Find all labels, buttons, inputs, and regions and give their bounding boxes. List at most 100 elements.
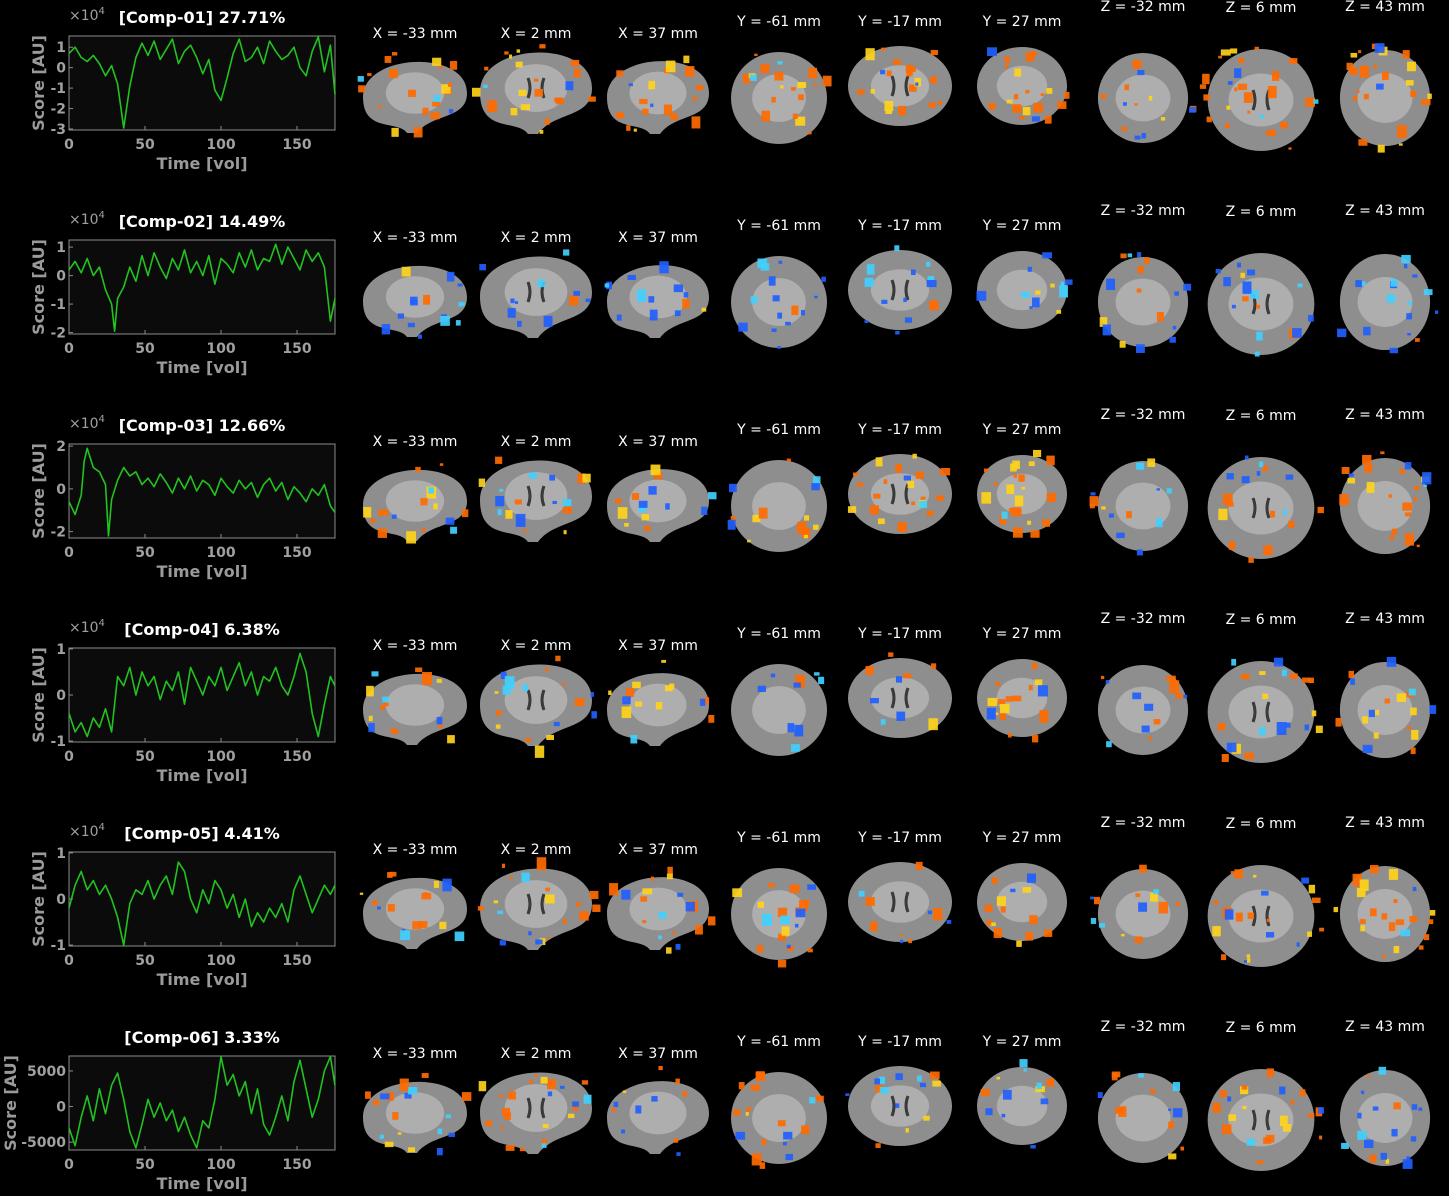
negative-activation — [1106, 741, 1112, 748]
positive-activation — [546, 1079, 556, 1090]
positive-activation — [777, 959, 787, 968]
positive-activation — [1028, 684, 1033, 691]
positive-activation — [691, 116, 701, 129]
slice-label: Z = 43 mm — [1345, 407, 1425, 423]
positive-activation — [799, 899, 808, 912]
negative-activation — [1023, 1068, 1027, 1072]
brain-slice: Y = 27 mm — [977, 422, 1067, 538]
negative-activation — [1037, 685, 1048, 697]
negative-activation — [650, 103, 654, 108]
positive-activation — [1393, 945, 1400, 954]
negative-activation — [562, 498, 572, 507]
negative-activation — [380, 1093, 390, 1100]
white-matter — [504, 472, 568, 520]
positive-activation — [884, 101, 894, 111]
positive-activation — [1265, 1134, 1275, 1143]
negative-activation — [1226, 742, 1237, 753]
positive-activation — [1388, 868, 1399, 880]
positive-activation — [923, 1115, 930, 1121]
slice-label: X = 37 mm — [618, 842, 698, 858]
x-tick-label: 0 — [64, 953, 74, 969]
positive-activation — [1335, 717, 1342, 727]
positive-activation — [412, 921, 422, 930]
positive-activation — [365, 1091, 371, 1099]
positive-activation — [895, 463, 902, 473]
slice-label: Z = 6 mm — [1226, 0, 1297, 16]
positive-activation — [801, 1125, 810, 1135]
positive-activation — [1221, 954, 1227, 961]
positive-activation — [1050, 283, 1055, 288]
negative-activation — [1223, 277, 1231, 287]
positive-activation — [742, 73, 752, 84]
positive-activation — [392, 1111, 399, 1120]
negative-activation — [925, 261, 931, 267]
component-title: [Comp-03] 12.66% — [119, 416, 286, 435]
negative-activation — [1060, 281, 1065, 286]
brain-slice: X = 37 mm — [607, 638, 715, 746]
positive-activation — [391, 52, 398, 56]
positive-activation — [389, 871, 397, 877]
positive-activation — [1099, 317, 1108, 327]
brain-slice: X = 37 mm — [607, 1046, 709, 1156]
negative-activation — [1243, 960, 1247, 963]
positive-activation — [406, 531, 416, 544]
positive-activation — [1429, 909, 1436, 916]
positive-activation — [655, 702, 663, 710]
negative-activation — [1341, 1142, 1349, 1149]
white-matter — [504, 64, 568, 112]
negative-activation — [573, 290, 581, 296]
positive-activation — [1158, 901, 1169, 914]
x-tick-label: 150 — [282, 341, 311, 357]
positive-activation — [786, 946, 794, 951]
white-matter — [504, 880, 568, 928]
negative-activation — [500, 671, 507, 680]
positive-activation — [813, 524, 819, 530]
positive-activation — [870, 88, 875, 94]
positive-activation — [873, 493, 881, 499]
positive-activation — [1241, 673, 1250, 680]
slice-label: Z = -32 mm — [1101, 1019, 1186, 1035]
positive-activation — [1252, 874, 1257, 878]
positive-activation — [509, 54, 513, 59]
negative-activation — [436, 1147, 443, 1156]
positive-activation — [807, 948, 813, 953]
white-matter — [752, 74, 806, 122]
negative-activation — [559, 1085, 565, 1089]
positive-activation — [993, 482, 999, 486]
negative-activation — [497, 910, 504, 915]
positive-activation — [797, 521, 807, 535]
positive-activation — [906, 67, 913, 77]
slice-label: X = 2 mm — [501, 230, 572, 246]
positive-activation — [993, 927, 1002, 939]
negative-activation — [404, 1092, 412, 1099]
negative-activation — [1400, 929, 1411, 937]
positive-activation — [626, 125, 631, 131]
brain-slice: X = 37 mm — [607, 434, 717, 542]
negative-activation — [1027, 266, 1032, 272]
negative-activation — [787, 723, 795, 733]
brain-slice: Z = -32 mm — [1089, 407, 1189, 556]
timecourse-line — [68, 652, 336, 738]
negative-activation — [1116, 532, 1125, 539]
positive-activation — [1212, 926, 1221, 937]
negative-activation — [1281, 669, 1287, 677]
negative-activation — [985, 1108, 993, 1116]
positive-activation — [1206, 116, 1212, 123]
brain-slice: Z = 43 mm — [1337, 203, 1439, 354]
y-tick-label: -1 — [50, 938, 66, 954]
brain-slice: X = 2 mm — [479, 230, 592, 338]
positive-activation — [1121, 933, 1125, 937]
timecourse-line — [68, 243, 336, 333]
positive-activation — [665, 60, 676, 73]
positive-activation — [1259, 671, 1266, 675]
positive-activation — [534, 88, 544, 97]
brain-slice: Y = -61 mm — [731, 830, 827, 968]
negative-activation — [1215, 269, 1221, 274]
positive-activation — [366, 685, 374, 697]
negative-activation — [1231, 304, 1236, 309]
white-matter — [629, 275, 687, 319]
negative-activation — [896, 711, 906, 721]
positive-activation — [692, 97, 698, 101]
ventricles — [526, 77, 546, 99]
brain-slice: Z = 43 mm — [1335, 611, 1437, 758]
